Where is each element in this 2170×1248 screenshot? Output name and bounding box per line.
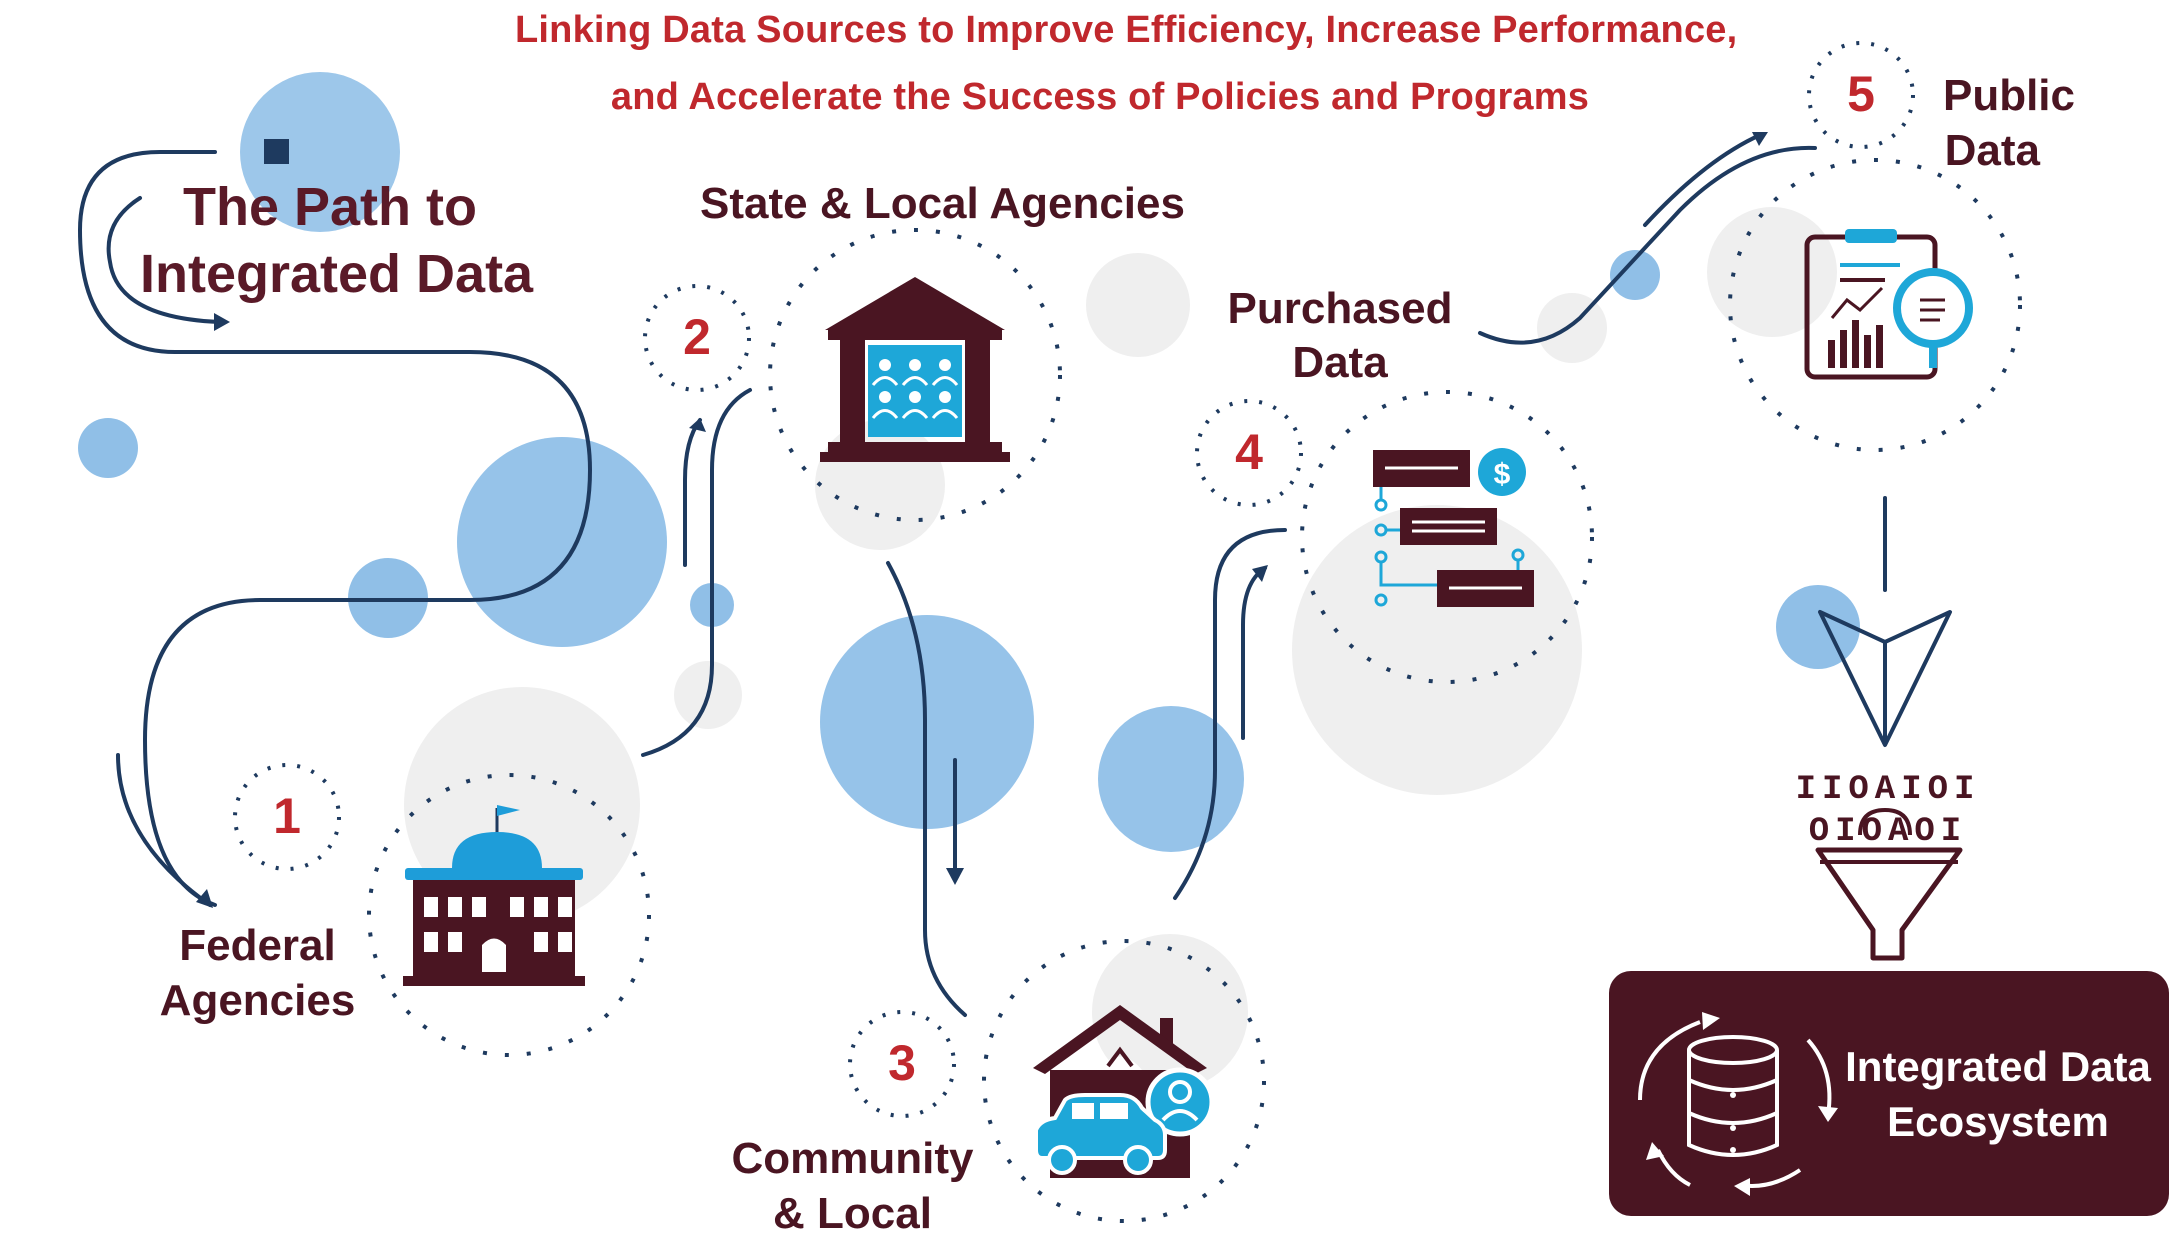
ring-federal bbox=[367, 773, 651, 1057]
path-community-to-purchased bbox=[1173, 528, 1287, 900]
database-cycle-icon bbox=[1638, 1012, 1838, 1196]
arrow-up-4 bbox=[1241, 566, 1267, 740]
heading-line-2: Integrated Data bbox=[140, 244, 534, 304]
step-label-5-line-1: Public bbox=[1942, 71, 2075, 120]
ring-number-1 bbox=[233, 763, 341, 871]
svg-text:$: $ bbox=[1494, 458, 1511, 491]
ring-number-5 bbox=[1807, 41, 1915, 149]
ring-public bbox=[1728, 158, 2022, 452]
ring-state bbox=[768, 228, 1062, 522]
step-number-5: 5 bbox=[1847, 66, 1875, 122]
step-label-2: State & Local Agencies bbox=[700, 179, 1185, 228]
ecosystem-label-line-2: Ecosystem bbox=[1887, 1097, 2109, 1145]
step-label-1-line-2: Agencies bbox=[159, 976, 356, 1025]
step-number-3: 3 bbox=[888, 1035, 916, 1091]
step-label-1-line-1: Federal bbox=[179, 921, 336, 970]
report-magnifier-icon bbox=[1804, 229, 1973, 380]
arrow-heading-inner bbox=[106, 196, 222, 324]
step-number-4: 4 bbox=[1235, 424, 1263, 480]
step-label-4-line-1: Purchased bbox=[1227, 284, 1453, 333]
courthouse-icon bbox=[820, 277, 1010, 462]
ecosystem-label-line-1: Integrated Data bbox=[1845, 1043, 2151, 1090]
arrowheads bbox=[196, 132, 1768, 908]
ecosystem-label: Integrated Data Ecosystem bbox=[1838, 1040, 2158, 1149]
path-segment-top bbox=[77, 150, 593, 907]
title-line-2: and Accelerate the Success of Policies a… bbox=[610, 76, 1590, 118]
house-car-person-icon bbox=[1033, 1005, 1215, 1178]
down-arrow-icon bbox=[1818, 610, 1952, 747]
arrow-left-down bbox=[116, 753, 212, 907]
binary-bottom: OIOAOI bbox=[1809, 813, 1967, 851]
data-purchase-flow-icon: $ bbox=[1373, 448, 1534, 607]
data-funnel-icon: IIOAIOI OIOAOI bbox=[1796, 771, 1981, 961]
ring-purchased bbox=[1300, 390, 1594, 684]
arrow-up-2 bbox=[683, 418, 702, 567]
arrow-up-5 bbox=[1643, 133, 1762, 227]
step-label-4-line-2: Data bbox=[1292, 338, 1388, 387]
ring-community bbox=[982, 939, 1266, 1223]
flow-paths bbox=[77, 133, 1887, 1017]
step-rings bbox=[233, 41, 2022, 1223]
ring-number-4 bbox=[1195, 399, 1303, 507]
binary-top: IIOAIOI bbox=[1796, 771, 1981, 809]
title-line-1: Linking Data Sources to Improve Efficien… bbox=[515, 9, 1738, 51]
path-state-to-community bbox=[886, 561, 967, 1017]
capitol-building-icon bbox=[403, 805, 585, 986]
heading-line-1: The Path to bbox=[183, 177, 477, 237]
title-marker-square bbox=[264, 139, 289, 164]
step-number-1: 1 bbox=[273, 788, 301, 844]
path-federal-to-state bbox=[641, 388, 752, 757]
step-label-3-line-2: & Local bbox=[773, 1189, 932, 1238]
ring-number-2 bbox=[643, 284, 751, 392]
step-number-2: 2 bbox=[683, 309, 711, 365]
ring-number-3 bbox=[848, 1010, 956, 1118]
step-label-5-line-2: Data bbox=[1944, 126, 2040, 175]
path-purchased-to-public bbox=[1478, 145, 1817, 345]
step-label-3-line-1: Community bbox=[731, 1134, 974, 1183]
